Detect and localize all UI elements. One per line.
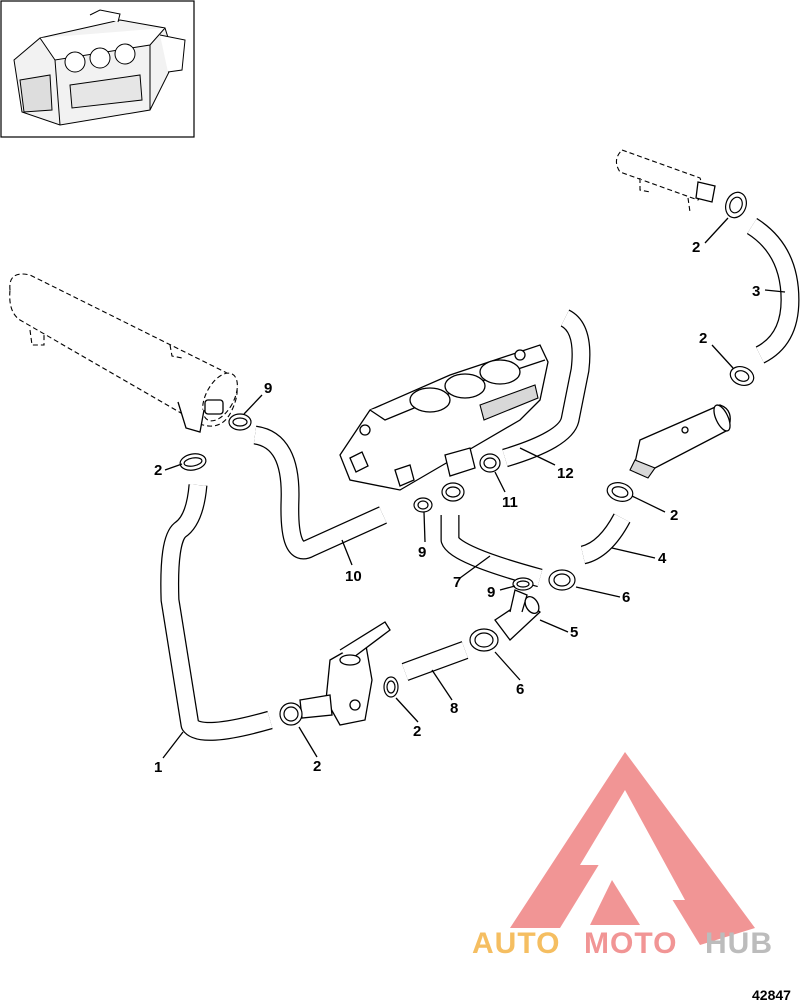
watermark-hub: HUB xyxy=(705,927,773,960)
callout-10: 10 xyxy=(345,568,362,585)
callout-2: 2 xyxy=(670,507,678,524)
callout-11: 11 xyxy=(502,494,518,511)
hose-1 xyxy=(160,484,273,741)
hose-4 xyxy=(580,513,631,565)
hose-12 xyxy=(502,309,591,468)
callout-7: 7 xyxy=(453,574,461,591)
callout-labels: 2 9 2 3 2 12 11 9 2 4 10 7 9 6 5 6 8 2 2… xyxy=(154,239,760,776)
callout-2: 2 xyxy=(154,462,162,479)
y-fitting xyxy=(494,589,541,641)
callout-2: 2 xyxy=(699,330,707,347)
callout-4: 4 xyxy=(658,550,667,567)
hose-8 xyxy=(401,641,469,681)
thermostat-housing xyxy=(299,621,391,726)
heat-exchanger xyxy=(9,273,238,433)
callout-1: 1 xyxy=(154,759,162,776)
leader-lines xyxy=(162,217,786,759)
callout-3: 3 xyxy=(752,283,760,300)
watermark-logo: AUTO MOTO HUB xyxy=(472,752,773,960)
callout-8: 8 xyxy=(450,700,458,717)
engine-inset xyxy=(0,0,195,138)
callout-2: 2 xyxy=(413,723,421,740)
manifold-assembly xyxy=(339,344,549,491)
hose-10 xyxy=(253,425,387,560)
figure-number: 42847 xyxy=(752,987,791,1003)
cooler-part xyxy=(629,404,731,479)
callout-6: 6 xyxy=(622,589,630,606)
callout-12: 12 xyxy=(557,465,574,482)
callout-9: 9 xyxy=(418,544,426,561)
watermark-auto: AUTO xyxy=(472,927,560,960)
hose-3 xyxy=(746,217,800,364)
callout-6: 6 xyxy=(516,681,524,698)
hose-clamp xyxy=(179,191,755,726)
callout-2: 2 xyxy=(692,239,700,256)
watermark-triangle-mark xyxy=(510,752,755,945)
callout-9: 9 xyxy=(487,584,495,601)
callout-5: 5 xyxy=(570,624,578,641)
callout-2: 2 xyxy=(313,758,321,775)
hose-7 xyxy=(440,515,543,588)
watermark-moto: MOTO xyxy=(584,927,677,960)
callout-9: 9 xyxy=(264,380,272,397)
fuel-cooler-tube xyxy=(615,149,716,213)
